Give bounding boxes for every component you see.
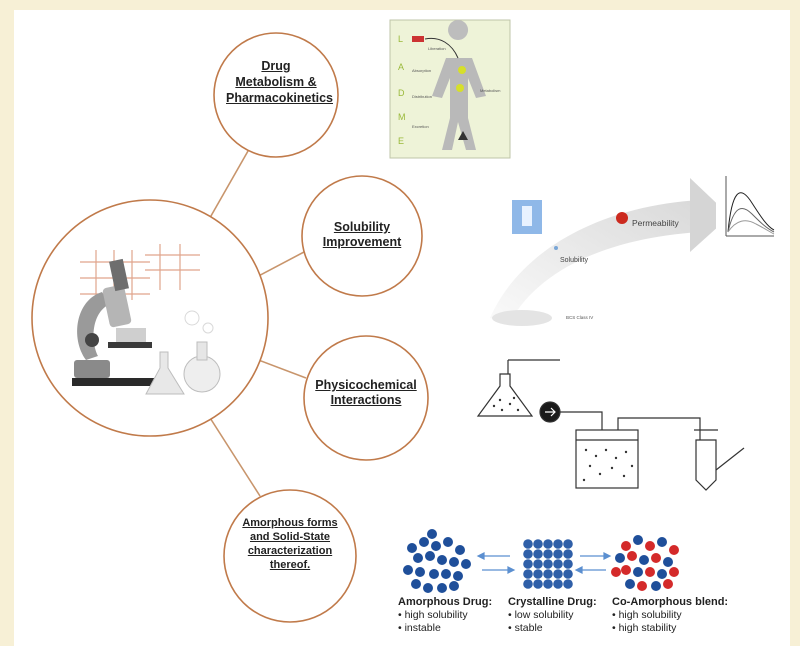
caption-amorphous-line: • instable [398,622,441,634]
caption-crystalline-line: • low solubility [508,609,574,621]
caption-coamorphous: Co-Amorphous blend: • high solubility • … [612,596,742,635]
exchange-arrows [476,552,612,574]
lab-equipment-icon [72,244,221,395]
caption-crystalline: Crystalline Drug: • low solubility • sta… [508,596,618,635]
ladme-label: Excretion [412,124,429,129]
connector-amorphous [204,409,261,497]
ladme-letter: A [398,62,404,72]
caption-coamorphous-line: • high stability [612,622,677,634]
permeability-marker [616,212,628,224]
bcs-arrow-graphic: Permeability Solubility BCS Class IV [490,178,730,326]
bubble-metabolism [213,32,339,158]
ladme-letter: M [398,112,406,122]
label-solubility-improvement: Solubility Improvement [322,220,402,249]
coamorphous-cluster [611,535,679,591]
caption-coamorphous-line: • high solubility [612,609,682,621]
caption-crystalline-title: Crystalline Drug: [508,596,597,608]
bubble-amorphous [223,489,357,623]
ladme-label: Metabolism [480,88,501,93]
ladme-letter: E [398,136,404,146]
caption-amorphous-title: Amorphous Drug: [398,596,493,608]
ladme-label: Liberation [428,46,446,51]
lab-equipment-circle [31,199,269,437]
ladme-label: Absorption [412,68,431,73]
label-amorphous-forms: Amorphous forms and Solid-State characte… [242,517,338,571]
label-drug-metabolism: Drug Metabolism & Pharmacokinetics [226,59,333,105]
amorphous-cluster [403,529,471,593]
caption-crystalline-line: • stable [508,622,543,634]
solubility-label: Solubility [560,257,589,264]
bubble-solubility [301,175,423,297]
ladme-body-diagram: L A D M E Liberation Absorption Distribu… [389,19,511,159]
pk-plot [716,170,776,242]
bubble-physicochemical [303,335,429,461]
ladme-letter: L [398,34,403,44]
permeability-label: Permeability [632,218,680,228]
solubility-marker [554,246,558,250]
caption-coamorphous-title: Co-Amorphous blend: [612,596,729,608]
ladme-label: Distribution [412,94,432,99]
caption-amorphous-line: • high solubility [398,609,468,621]
crystalline-cluster [523,539,573,589]
caption-amorphous: Amorphous Drug: • high solubility • inst… [398,596,508,635]
bcs-class-label: BCS Class IV [566,315,593,320]
ladme-letter: D [398,88,405,98]
label-physicochemical-interactions: Physicochemical Interactions [315,378,417,407]
dissolution-apparatus [476,359,745,491]
